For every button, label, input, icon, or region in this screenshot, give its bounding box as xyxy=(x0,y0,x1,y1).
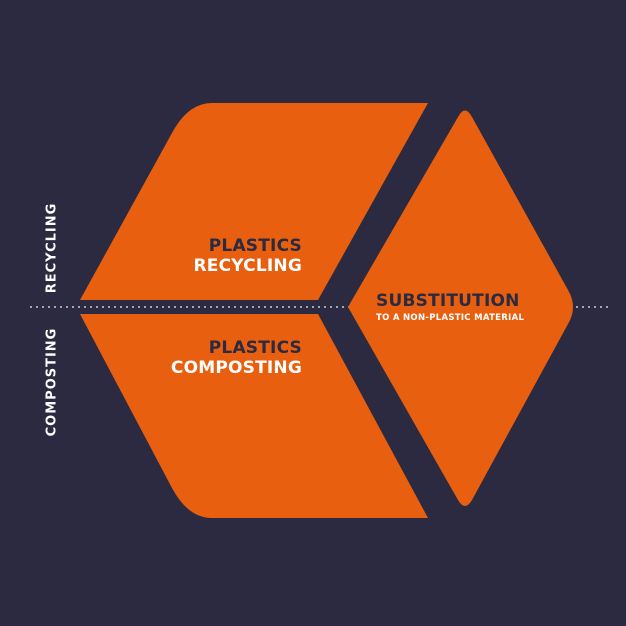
substitution-shape xyxy=(348,110,573,506)
recycling-text: PLASTICS RECYCLING xyxy=(150,236,302,276)
substitution-line1: SUBSTITUTION xyxy=(376,291,520,311)
composting-shape xyxy=(80,314,428,518)
composting-text: PLASTICS COMPOSTING xyxy=(130,338,302,378)
substitution-text: SUBSTITUTION TO A NON-PLASTIC MATERIAL xyxy=(376,291,566,323)
composting-line1: PLASTICS xyxy=(208,338,302,358)
side-label-composting: COMPOSTING xyxy=(44,327,60,437)
side-label-recycling: RECYCLING xyxy=(44,202,60,294)
substitution-line2: TO A NON-PLASTIC MATERIAL xyxy=(376,313,525,323)
composting-line2: COMPOSTING xyxy=(170,358,302,378)
recycling-line2: RECYCLING xyxy=(193,256,302,276)
recycling-line1: PLASTICS xyxy=(208,236,302,256)
recycling-shape xyxy=(80,103,428,300)
